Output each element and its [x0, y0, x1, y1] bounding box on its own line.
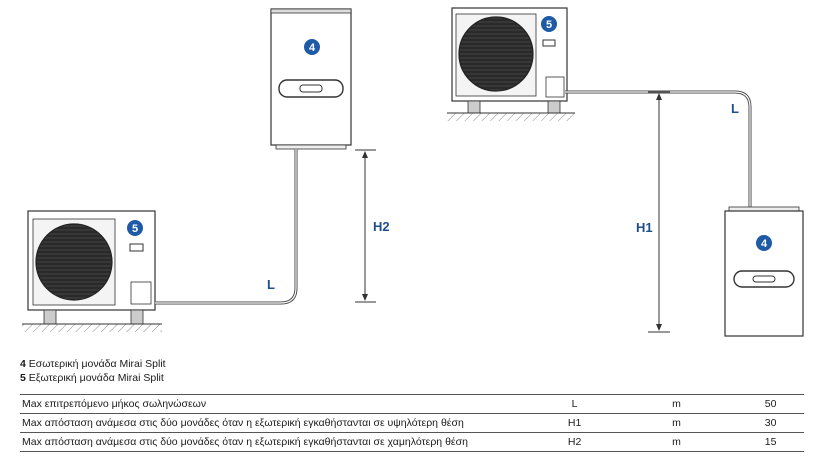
h1-dimension [648, 91, 670, 333]
table-row: Max επιτρεπόμενο μήκος σωληνώσεων L m 50 [20, 394, 804, 414]
row-unit: m [615, 413, 738, 433]
indoor-unit-right: 4 [724, 206, 804, 337]
legend-text: Εσωτερική μονάδα Mirai Split [28, 358, 166, 370]
indoor-unit-left: 4 [270, 8, 352, 150]
pipe-right [565, 90, 752, 207]
badge-5-left-label: 5 [132, 223, 138, 235]
row-description: Max απόσταση ανάμεσα στις δύο μονάδες ότ… [20, 432, 534, 452]
unit-legend: 4 Εσωτερική μονάδα Mirai Split 5 Εξωτερι… [20, 357, 166, 385]
fan-grille-left [35, 223, 113, 301]
badge-4-right-label: 4 [761, 238, 768, 250]
fan-grille-right [458, 16, 534, 92]
legend-item-outdoor: 5 Εξωτερική μονάδα Mirai Split [20, 371, 166, 385]
pipe-label-left: L [267, 277, 275, 292]
row-value: 15 [737, 432, 804, 452]
pipe-label-right: L [731, 101, 739, 116]
badge-5-left [127, 220, 143, 236]
legend-number: 4 [20, 358, 26, 370]
badge-4-left-label: 4 [309, 42, 316, 54]
row-value: 30 [737, 413, 804, 433]
badge-4-left [304, 39, 320, 55]
row-description: Max απόσταση ανάμεσα στις δύο μονάδες ότ… [20, 413, 534, 433]
table-row: Max απόσταση ανάμεσα στις δύο μονάδες ότ… [20, 413, 804, 433]
h2-dimension [355, 149, 376, 303]
ground-right [447, 113, 575, 121]
spec-table: Max επιτρεπόμενο μήκος σωληνώσεων L m 50… [20, 394, 804, 452]
legend-number: 5 [20, 372, 26, 384]
badge-4-right [756, 235, 772, 251]
badge-5-right [541, 16, 557, 32]
outdoor-unit-right: 5 [451, 7, 568, 114]
row-symbol: H1 [533, 413, 616, 433]
row-symbol: H2 [533, 432, 616, 452]
legend-text: Εξωτερική μονάδα Mirai Split [28, 372, 164, 384]
row-unit: m [615, 394, 738, 414]
row-value: 50 [737, 394, 804, 414]
badge-5-right-label: 5 [546, 19, 552, 31]
h1-label: H1 [636, 220, 653, 235]
row-description: Max επιτρεπόμενο μήκος σωληνώσεων [20, 394, 534, 414]
legend-item-indoor: 4 Εσωτερική μονάδα Mirai Split [20, 357, 166, 371]
h2-label: H2 [373, 219, 390, 234]
ground-left [22, 324, 162, 332]
installation-diagram: 4 5 L H2 5 [22, 7, 804, 337]
outdoor-unit-left: 5 [27, 210, 156, 325]
table-row: Max απόσταση ανάμεσα στις δύο μονάδες ότ… [20, 432, 804, 452]
row-unit: m [615, 432, 738, 452]
row-symbol: L [533, 394, 616, 414]
